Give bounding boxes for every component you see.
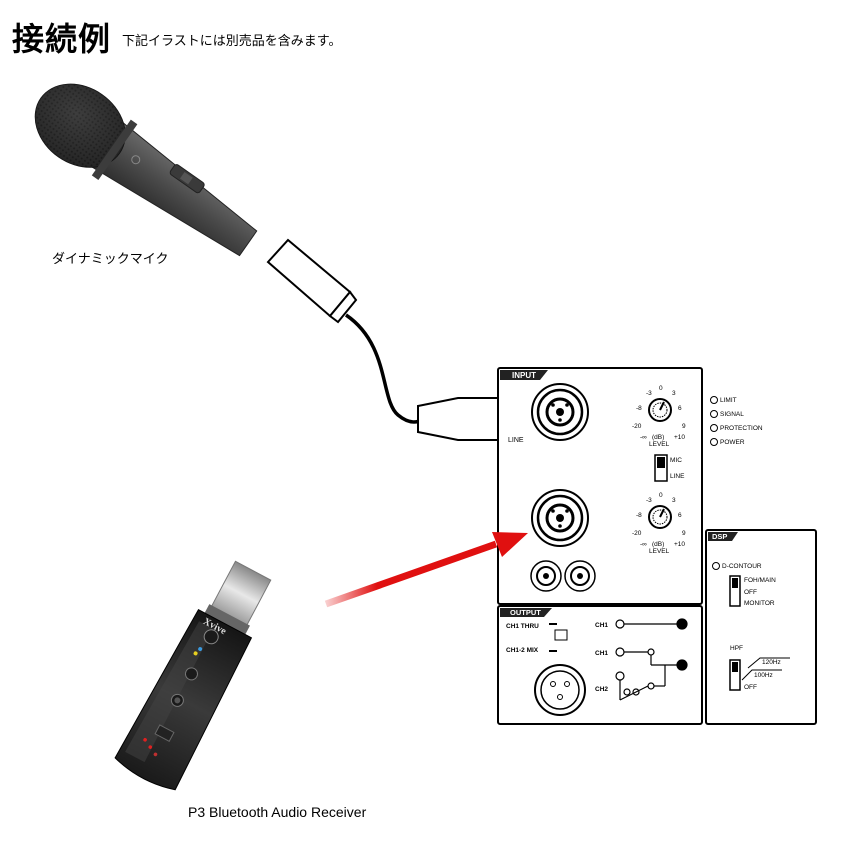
hpf-off: OFF [744,684,757,691]
knob2-scale-db: (dB) [652,541,664,548]
knob2-scale-6: 6 [678,512,682,519]
input-header: INPUT [512,371,536,380]
knob1-scale-9: 9 [682,423,686,430]
knob2-scale-m20: -20 [632,530,642,537]
signal-led-icon [710,410,718,418]
connection-arrow [324,532,528,608]
switch-mic-label: MIC [670,457,682,464]
ch1-thru-label: CH1 THRU [506,623,539,630]
receiver-label: P3 Bluetooth Audio Receiver [188,804,367,820]
indicator-limit: LIMIT [720,397,737,404]
knob1-scale-minf: -∞ [640,434,647,441]
p3-bluetooth-receiver: Xvive [114,560,272,791]
knob1-scale-db: (dB) [652,434,664,441]
dcontour-led-icon [712,562,720,570]
knob1-scale-3: 3 [672,390,676,397]
dcontour-label: D-CONTOUR [722,563,762,570]
line-label: LINE [508,437,524,444]
xlr-cable [345,313,423,424]
knob2-scale-minf: -∞ [640,541,647,548]
knob1-scale-6: 6 [678,405,682,412]
dcontour-switch[interactable] [729,575,741,607]
dynamic-microphone [34,83,258,257]
dsp-header: DSP [712,532,727,541]
knob1-level-label: LEVEL [649,441,670,448]
knob1-scale-m8: -8 [636,405,642,412]
indicator-protection: PROTECTION [720,425,763,432]
microphone-label: ダイナミックマイク [52,252,169,267]
dcontour-monitor: MONITOR [744,600,775,607]
knob2-level-label: LEVEL [649,548,670,555]
power-led-icon [710,438,718,446]
rca-jacks[interactable] [530,560,596,592]
knob2-scale-m3: -3 [646,497,652,504]
knob1-scale-0: 0 [659,385,663,392]
ch12-mix-label: CH1-2 MIX [506,647,539,654]
flow-ch1-b: CH1 [595,650,608,657]
knob1-scale-p10: +10 [674,434,685,441]
input-combo-jack-2[interactable] [531,489,589,547]
input-combo-jack-1[interactable] [531,383,589,441]
knob2-scale-0: 0 [659,492,663,499]
output-header: OUTPUT [510,608,541,617]
hpf-switch[interactable] [729,659,741,691]
speaker-rear-panel: INPUT LINE [497,367,817,725]
hpf-100: 100Hz [754,672,773,679]
indicator-signal: SIGNAL [720,411,744,418]
xlr-female-connector [266,238,358,324]
knob2-scale-3: 3 [672,497,676,504]
knob1-scale-m3: -3 [646,390,652,397]
knob2-scale-9: 9 [682,530,686,537]
knob2-scale-p10: +10 [674,541,685,548]
mic-line-switch[interactable] [654,454,668,482]
hpf-120: 120Hz [762,659,781,666]
protection-led-icon [710,424,718,432]
level-knob-1[interactable] [648,398,672,422]
hpf-label: HPF [730,645,743,652]
level-knob-2[interactable] [648,505,672,529]
page-title: 接続例 [12,20,112,58]
knob1-scale-m20: -20 [632,423,642,430]
flow-ch1-a: CH1 [595,622,608,629]
xlr-output-jack[interactable] [534,664,586,716]
switch-line-label: LINE [670,473,685,480]
dcontour-off: OFF [744,589,757,596]
page-subtitle: 下記イラストには別売品を含みます。 [122,34,342,49]
flow-ch2: CH2 [595,686,608,693]
limit-led-icon [710,396,718,404]
knob2-scale-m8: -8 [636,512,642,519]
dcontour-foh: FOH/MAIN [744,577,776,584]
indicator-power: POWER [720,439,745,446]
